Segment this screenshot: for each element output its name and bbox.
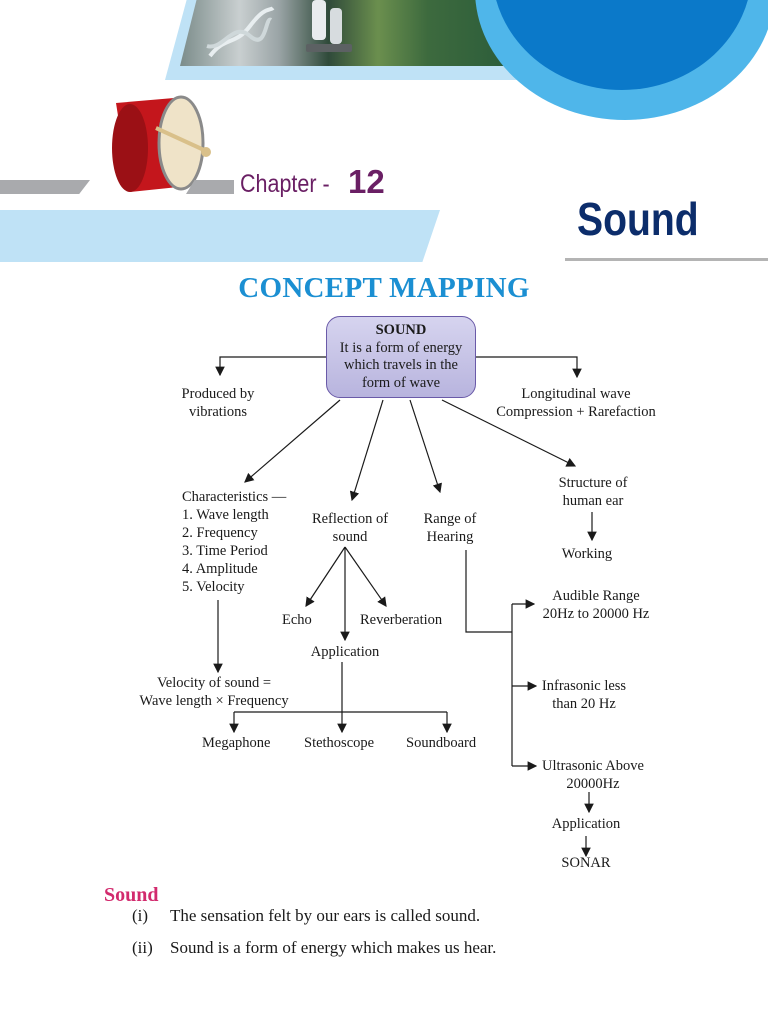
characteristic-item: 1. Wave length — [182, 507, 269, 523]
characteristics-heading: Characteristics — — [182, 489, 287, 505]
node-structure-line-1: Structure of — [558, 475, 628, 491]
node-range-of-hearing: Range of Hearing — [410, 510, 490, 546]
node-sonar: SONAR — [561, 855, 611, 871]
node-infrasonic: Infrasonic less than 20 Hz — [532, 677, 636, 713]
concept-map-connectors — [213, 356, 597, 858]
section-heading: Sound — [104, 884, 159, 906]
title-underline — [565, 258, 768, 261]
node-echo: Echo — [282, 612, 312, 628]
title-band — [0, 210, 440, 262]
list-item: (ii) Sound is a form of energy which make… — [132, 938, 496, 958]
microscope-illustration — [306, 0, 352, 52]
chapter-bar-left — [0, 180, 90, 194]
dna-illustration — [206, 6, 275, 58]
node-reflection-of-sound: Reflection of sound — [300, 510, 400, 546]
node-produced-line-1: Produced by — [181, 386, 255, 402]
concept-mapping-title: CONCEPT MAPPING — [238, 272, 530, 304]
node-longitudinal-line-2: Compression + Rarefaction — [496, 404, 656, 420]
node-ultrasonic: Ultrasonic Above 20000Hz — [534, 757, 652, 793]
list-item-text: Sound is a form of energy which makes us… — [170, 938, 497, 957]
center-line-3: form of wave — [361, 374, 441, 391]
audible-line-2: 20Hz to 20000 Hz — [542, 606, 650, 622]
chapter-number: 12 — [348, 163, 385, 200]
node-characteristics: Characteristics — 1. Wave length 2. Freq… — [182, 488, 286, 596]
center-line-2: which travels in the — [344, 357, 458, 373]
list-item-number: (ii) — [132, 938, 153, 957]
audible-line-1: Audible Range — [552, 588, 640, 604]
chapter-title: Sound — [577, 193, 699, 245]
node-soundboard: Soundboard — [406, 735, 477, 751]
node-application-ultrasonic: Application — [551, 816, 621, 832]
node-produced-line-2: vibrations — [189, 404, 247, 420]
list-item: (i) The sensation felt by our ears is cal… — [132, 906, 480, 926]
infrasonic-line-1: Infrasonic less — [541, 678, 627, 694]
node-longitudinal-line-1: Longitudinal wave — [521, 386, 631, 402]
ultrasonic-line-2: 20000Hz — [566, 776, 620, 792]
characteristic-item: 4. Amplitude — [182, 561, 258, 577]
node-working: Working — [561, 546, 613, 562]
chapter-label: Chapter - — [240, 170, 330, 198]
node-reflection-line-1: Reflection of — [311, 511, 389, 527]
characteristic-item: 3. Time Period — [182, 543, 268, 559]
node-range-line-2: Hearing — [426, 529, 474, 545]
chapter-bar-mid — [186, 180, 234, 194]
velocity-formula-line-2: Wave length × Frequency — [139, 693, 289, 709]
concept-center-box: SOUND It is a form of energy which trave… — [326, 316, 476, 398]
infrasonic-line-2: than 20 Hz — [552, 696, 616, 712]
center-title: SOUND — [375, 322, 427, 338]
node-range-line-1: Range of — [423, 511, 477, 527]
node-structure-of-ear: Structure of human ear — [540, 474, 646, 510]
node-stethoscope: Stethoscope — [304, 735, 375, 751]
ultrasonic-line-1: Ultrasonic Above — [542, 758, 644, 774]
node-audible-range: Audible Range 20Hz to 20000 Hz — [534, 587, 658, 623]
node-structure-line-2: human ear — [562, 493, 624, 509]
center-line-1: It is a form of energy — [339, 339, 463, 356]
list-item-text: The sensation felt by our ears is called… — [170, 906, 481, 925]
node-reverberation: Reverberation — [360, 612, 443, 628]
characteristic-item: 2. Frequency — [182, 525, 258, 541]
list-item-number: (i) — [132, 906, 149, 925]
characteristic-item: 5. Velocity — [182, 579, 245, 595]
node-application-reflection: Application — [310, 644, 380, 660]
node-velocity-formula: Velocity of sound = Wave length × Freque… — [126, 674, 302, 710]
node-longitudinal-wave: Longitudinal wave Compression + Rarefact… — [486, 385, 666, 421]
node-megaphone: Megaphone — [202, 735, 271, 751]
velocity-formula-line-1: Velocity of sound = — [156, 675, 272, 691]
node-produced-by-vibrations: Produced by vibrations — [168, 385, 268, 421]
drum-illustration — [100, 91, 212, 195]
node-reflection-line-2: sound — [332, 529, 368, 545]
